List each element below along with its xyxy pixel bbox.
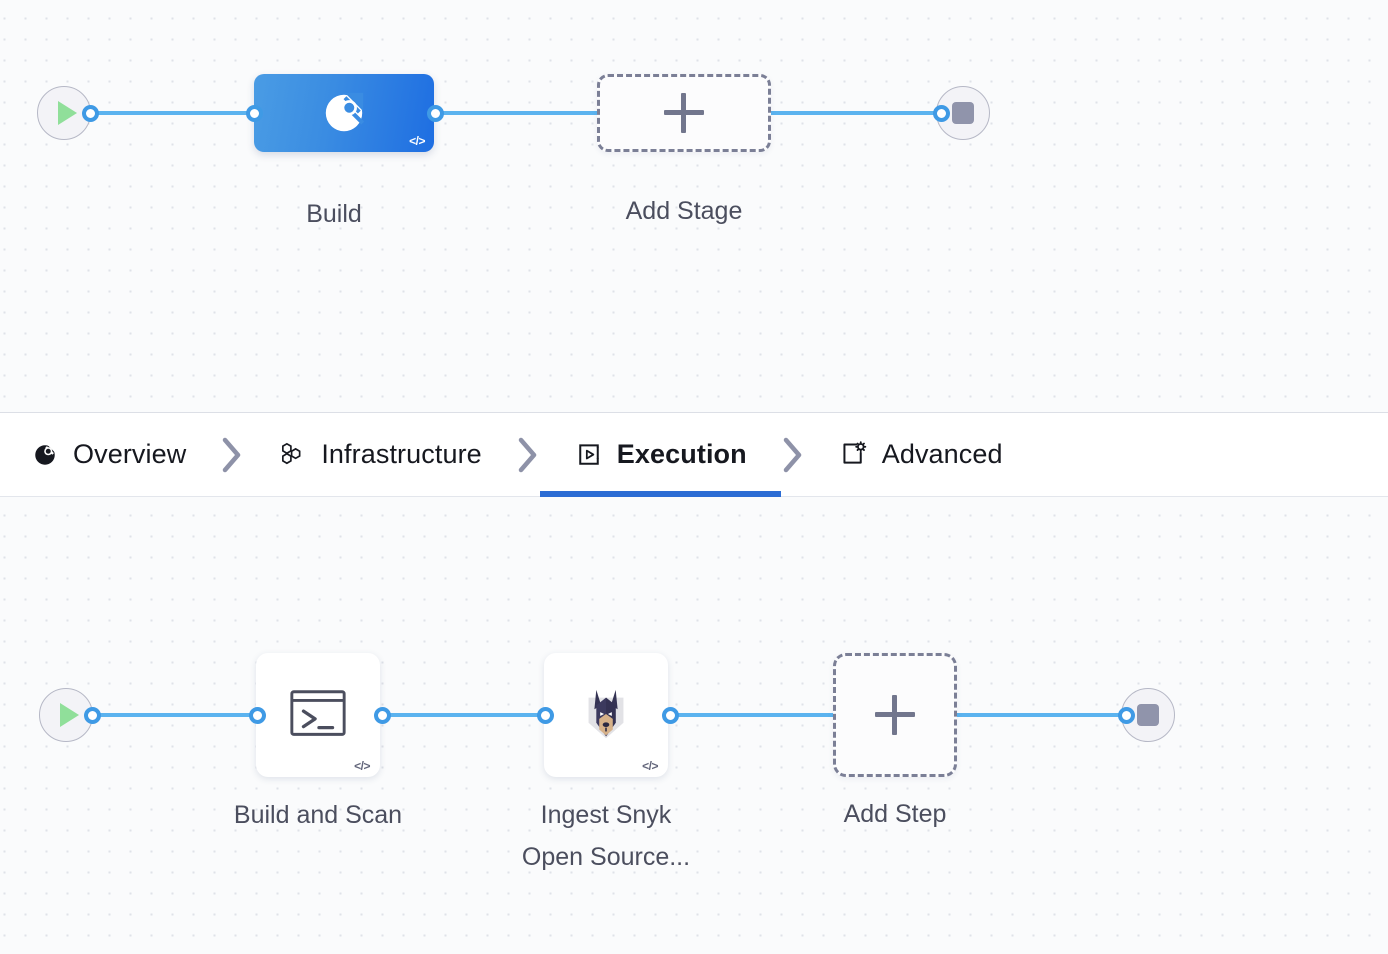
connector-addstage-to-end	[760, 111, 950, 115]
overview-pie-icon	[30, 440, 60, 470]
snyk-dog-icon	[588, 689, 624, 739]
stop-icon	[1137, 704, 1159, 726]
play-box-icon	[574, 440, 604, 470]
execution-canvas[interactable]: </> Build and Scan </> Ingest Snyk Open …	[0, 497, 1388, 954]
port-buildscan-in[interactable]	[249, 707, 266, 724]
add-stage-button[interactable]	[597, 74, 771, 152]
tab-advanced[interactable]: Advanced	[839, 412, 1003, 497]
port-start-out[interactable]	[82, 105, 99, 122]
step-code-badge: </>	[642, 759, 658, 773]
tab-overview-label: Overview	[73, 439, 187, 469]
port-snyk-in[interactable]	[537, 707, 554, 724]
port-end-in[interactable]	[933, 105, 950, 122]
port-build-in[interactable]	[246, 105, 263, 122]
chevron-right-icon	[482, 412, 574, 497]
port-exec-end-in[interactable]	[1118, 707, 1135, 724]
ci-build-icon	[325, 92, 365, 132]
hexagons-icon	[278, 440, 308, 470]
stage-code-badge: </>	[409, 134, 425, 148]
play-icon	[59, 703, 79, 727]
port-buildscan-out[interactable]	[374, 707, 391, 724]
step-code-badge: </>	[354, 759, 370, 773]
step-label-ingest-snyk: Ingest Snyk Open Source...	[521, 801, 691, 871]
play-icon	[57, 101, 77, 125]
add-step-button[interactable]	[833, 653, 957, 777]
stop-icon	[952, 102, 974, 124]
gear-square-icon	[839, 440, 869, 470]
stage-config-tabs: Overview Infrastructure	[0, 412, 1388, 497]
tab-advanced-label: Advanced	[881, 439, 1003, 469]
add-step-label: Add Step	[843, 800, 947, 828]
tab-overview[interactable]: Overview	[30, 412, 186, 497]
connector-buildscan-to-snyk	[374, 713, 554, 717]
connector-build-to-addstage	[428, 111, 608, 115]
plus-icon	[664, 93, 704, 133]
tab-infrastructure-label: Infrastructure	[321, 439, 482, 469]
port-snyk-out[interactable]	[662, 707, 679, 724]
step-node-build-and-scan[interactable]: </>	[256, 653, 380, 777]
tab-infrastructure[interactable]: Infrastructure	[278, 412, 482, 497]
connector-snyk-to-addstep	[662, 713, 842, 717]
add-stage-label: Add Stage	[625, 197, 743, 225]
step-node-ingest-snyk[interactable]: </>	[544, 653, 668, 777]
stage-label-build: Build	[306, 200, 362, 228]
port-build-out[interactable]	[427, 105, 444, 122]
plus-icon	[875, 695, 915, 735]
terminal-icon	[290, 690, 346, 736]
pipeline-end-node[interactable]	[936, 86, 990, 140]
chevron-right-icon	[747, 412, 839, 497]
stage-node-build[interactable]: </>	[254, 74, 434, 152]
port-exec-start-out[interactable]	[84, 707, 101, 724]
chevron-right-icon	[186, 412, 278, 497]
step-label-build-and-scan: Build and Scan	[233, 801, 403, 829]
connector-start-to-buildscan	[84, 713, 264, 717]
stage-canvas[interactable]: </> Build Add Stage	[0, 0, 1388, 412]
tab-execution-label: Execution	[616, 439, 747, 469]
connector-start-to-build	[82, 111, 262, 115]
connector-addstep-to-end	[950, 713, 1135, 717]
tab-execution[interactable]: Execution	[539, 412, 781, 497]
